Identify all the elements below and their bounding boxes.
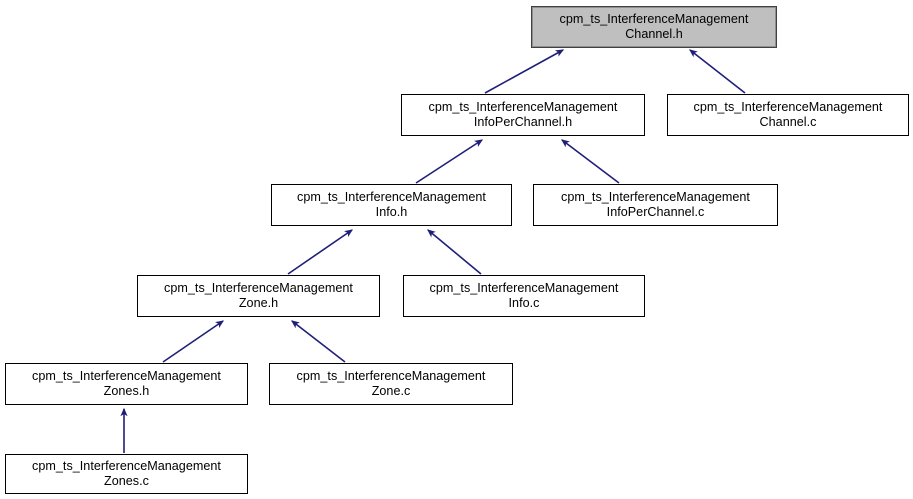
edge-zones-h-to-zone-h xyxy=(162,320,224,363)
node-zone-h-label: cpm_ts_InterferenceManagement Zone.h xyxy=(164,280,353,311)
node-zones-c[interactable]: cpm_ts_InterferenceManagement Zones.c xyxy=(5,454,248,494)
node-channel-c-label: cpm_ts_InterferenceManagement Channel.c xyxy=(693,99,883,130)
edge-info-h-to-infoperchannel-h xyxy=(415,139,484,184)
node-zones-h[interactable]: cpm_ts_InterferenceManagement Zones.h xyxy=(5,363,248,405)
node-infoperchannel-c-label: cpm_ts_InterferenceManagement InfoPerCha… xyxy=(561,189,750,220)
node-zone-c-label: cpm_ts_InterferenceManagement Zone.c xyxy=(296,368,486,399)
node-channel-c[interactable]: cpm_ts_InterferenceManagement Channel.c xyxy=(667,94,909,136)
node-infoperchannel-h-label: cpm_ts_InterferenceManagement InfoPerCha… xyxy=(428,99,618,130)
node-channel-h[interactable]: cpm_ts_InterferenceManagement Channel.h xyxy=(531,6,777,48)
edge-info-c-to-info-h xyxy=(427,229,482,275)
node-info-h-label: cpm_ts_InterferenceManagement Info.h xyxy=(297,189,486,220)
node-zone-c[interactable]: cpm_ts_InterferenceManagement Zone.c xyxy=(269,363,513,405)
node-zones-c-label: cpm_ts_InterferenceManagement Zones.c xyxy=(32,458,221,489)
edge-infoperchannel-c-to-infoperchannel-h xyxy=(561,139,620,184)
node-info-c-label: cpm_ts_InterferenceManagement Info.c xyxy=(429,280,619,311)
node-channel-h-label: cpm_ts_InterferenceManagement Channel.h xyxy=(559,11,749,42)
node-zone-h[interactable]: cpm_ts_InterferenceManagement Zone.h xyxy=(137,275,380,317)
edge-zone-h-to-info-h xyxy=(287,229,353,275)
node-info-c[interactable]: cpm_ts_InterferenceManagement Info.c xyxy=(403,275,645,317)
node-infoperchannel-c[interactable]: cpm_ts_InterferenceManagement InfoPerCha… xyxy=(533,184,778,226)
edge-infoperchannel-h-to-channel-h xyxy=(484,49,565,94)
node-zones-h-label: cpm_ts_InterferenceManagement Zones.h xyxy=(32,368,221,399)
node-infoperchannel-h[interactable]: cpm_ts_InterferenceManagement InfoPerCha… xyxy=(401,94,645,136)
edge-channel-c-to-channel-h xyxy=(689,49,746,94)
node-info-h[interactable]: cpm_ts_InterferenceManagement Info.h xyxy=(271,184,512,226)
edge-zone-c-to-zone-h xyxy=(291,320,346,363)
